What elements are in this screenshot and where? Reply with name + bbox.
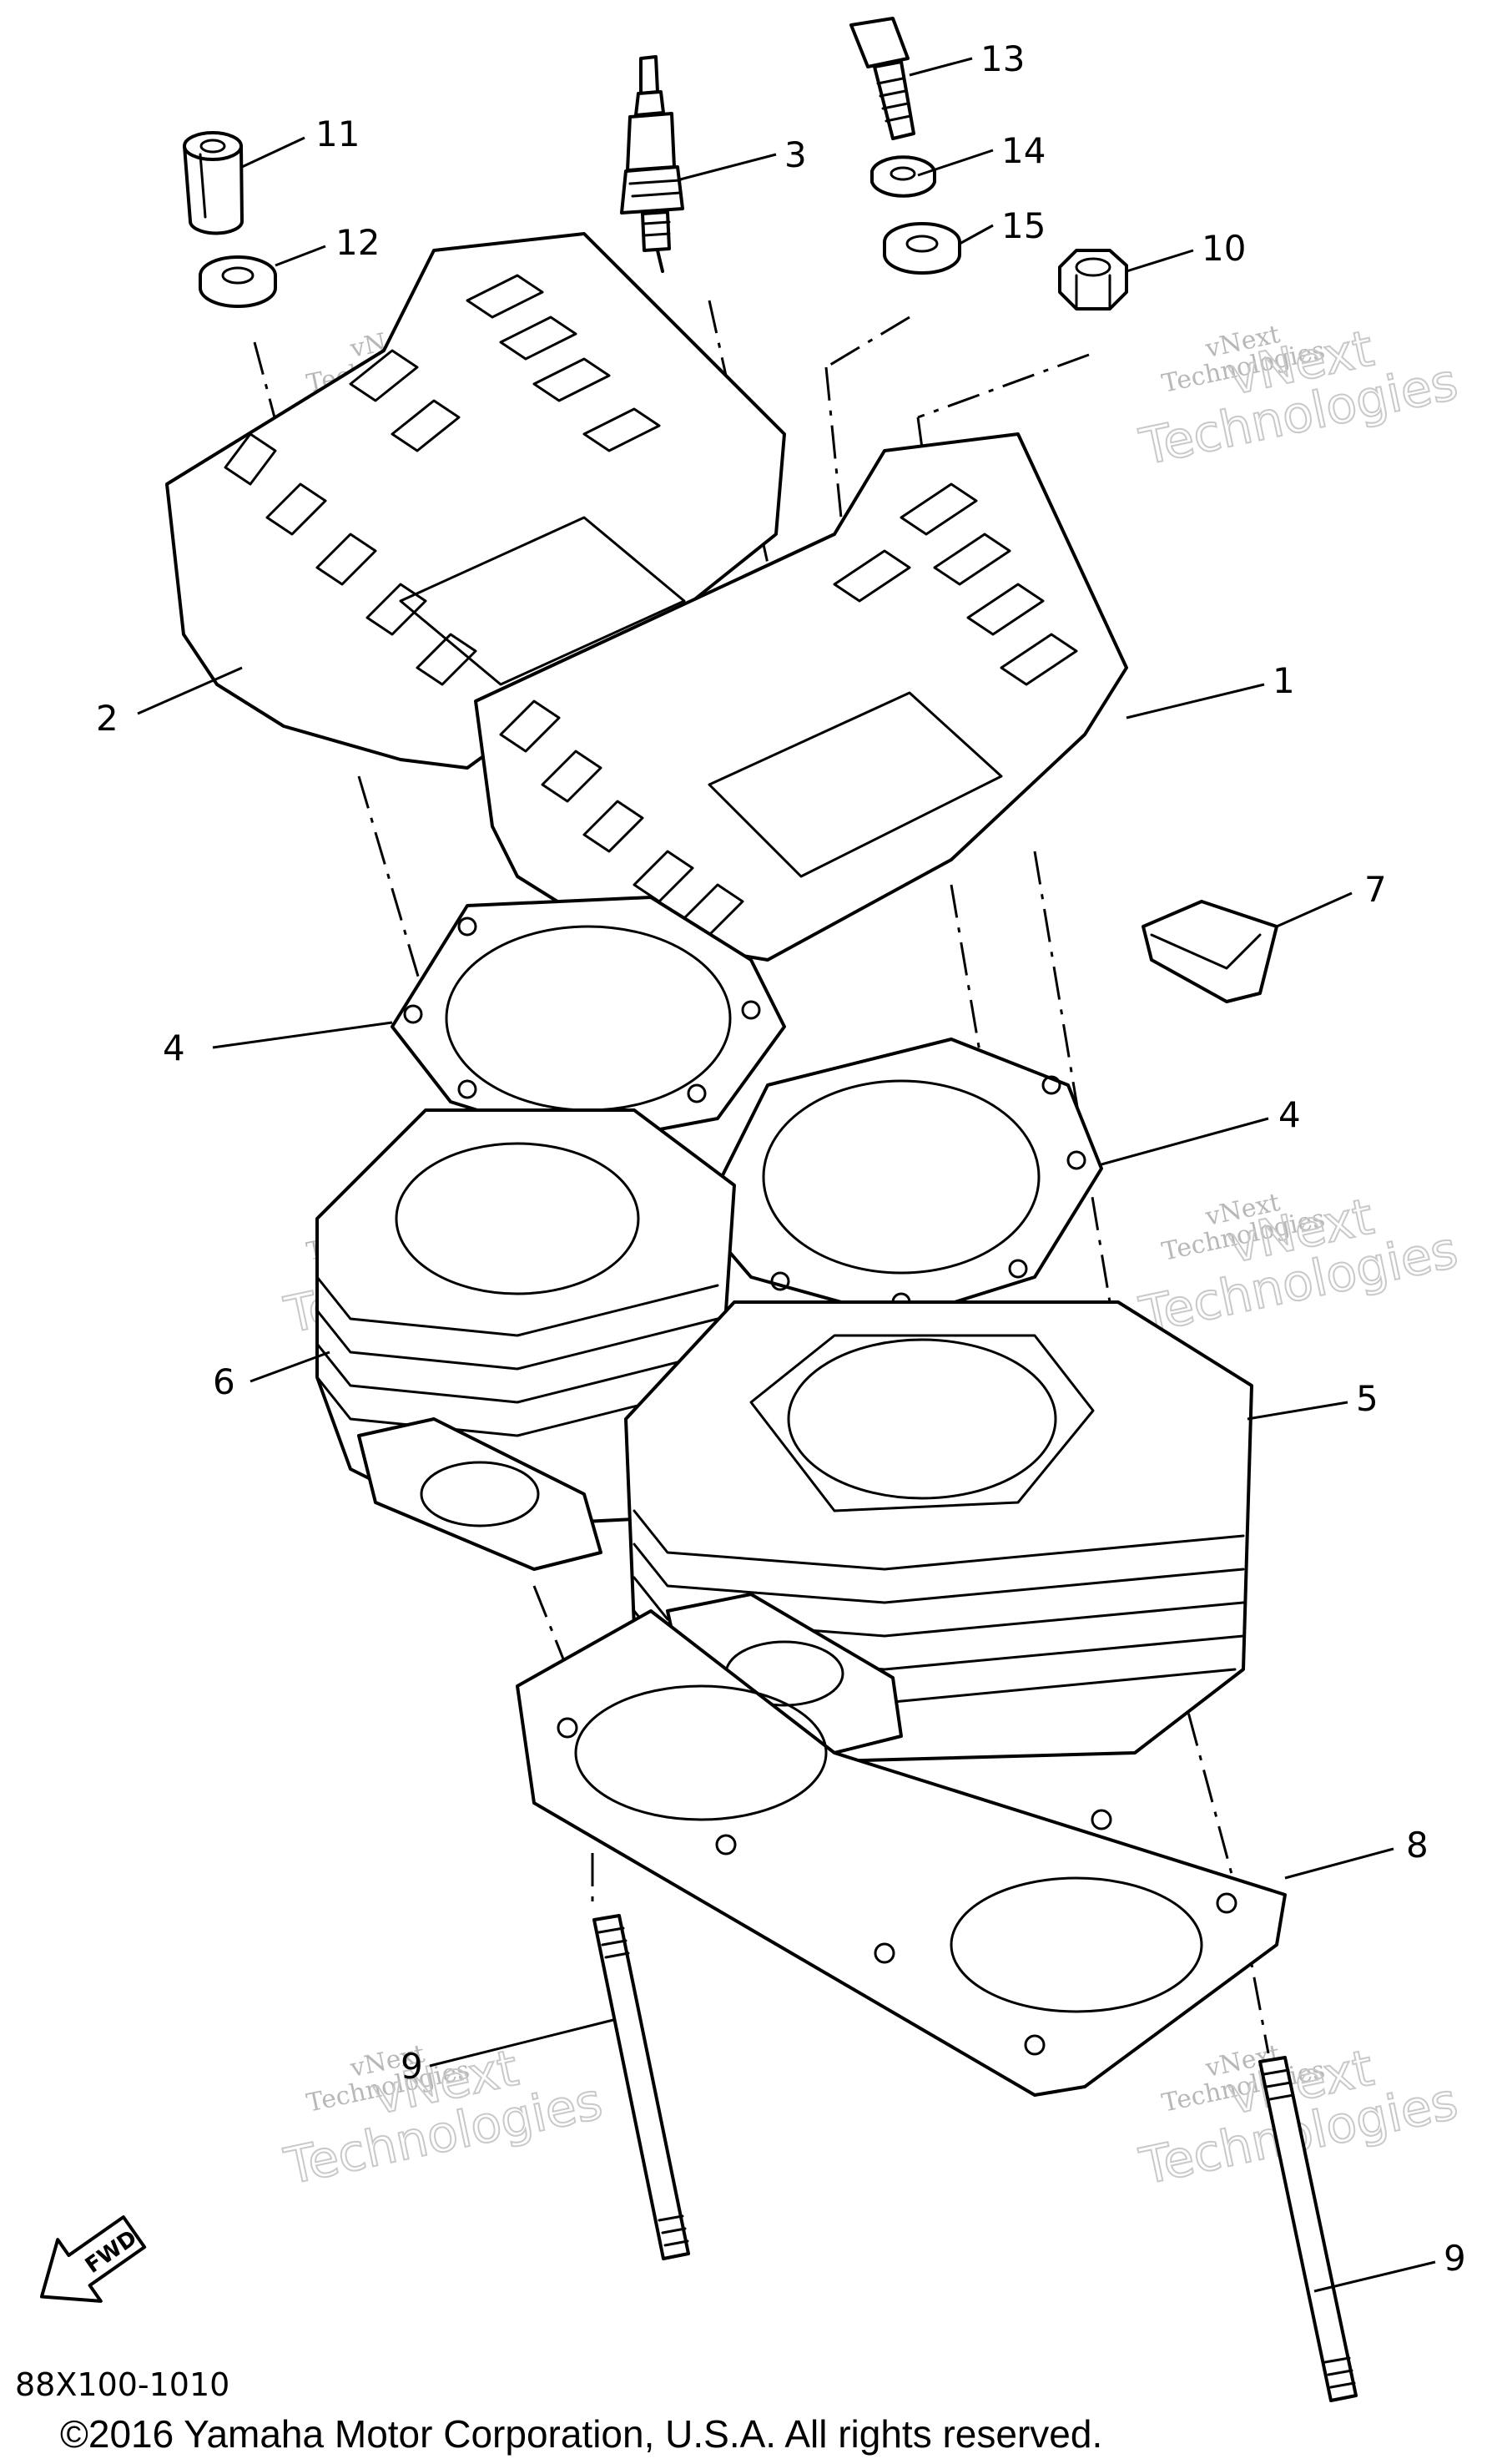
part-5-cylinder-front (624, 1300, 1253, 1763)
part-9-stud-left (592, 1914, 690, 2260)
callout-2: 2 (96, 698, 118, 739)
callout-15: 15 (1001, 205, 1046, 246)
callout-6: 6 (213, 1361, 235, 1402)
callout-4-lower: 4 (1278, 1094, 1301, 1135)
fwd-arrow-icon: FWD (39, 2215, 147, 2303)
part-15-washer (883, 222, 961, 275)
callout-10: 10 (1202, 228, 1246, 269)
callout-12: 12 (335, 222, 380, 263)
part-1-cylinder-head (474, 432, 1128, 962)
callout-13: 13 (980, 38, 1025, 79)
part-13-bolt (849, 17, 915, 140)
callout-4-upper: 4 (163, 1028, 185, 1068)
callout-1: 1 (1273, 660, 1295, 701)
part-4-head-gasket-front (699, 1038, 1103, 1320)
callout-14: 14 (1001, 130, 1046, 171)
part-3-spark-plug (620, 55, 684, 273)
callout-9-left: 9 (401, 2046, 423, 2087)
copyright-notice: ©2016 Yamaha Motor Corporation, U.S.A. A… (60, 2412, 1102, 2456)
callout-8: 8 (1406, 1825, 1429, 1866)
diagram-code: 88X100-1010 (15, 2366, 229, 2403)
part-8-base-gasket (516, 1609, 1287, 2097)
part-9-stud-right (1258, 2056, 1358, 2402)
part-7-damper (1142, 900, 1278, 1003)
callout-7: 7 (1364, 869, 1387, 910)
callout-5: 5 (1356, 1378, 1378, 1419)
part-14-lock-washer (870, 155, 936, 198)
watermark-top-right: Technologies vNext Technologies vNext (1134, 319, 1464, 478)
part-10-nut (1058, 249, 1128, 311)
callout-leaders (137, 57, 1436, 2293)
part-11-collar (183, 131, 244, 235)
callout-labels: 11 12 3 13 14 15 10 2 1 7 4 4 6 5 8 9 9 (96, 38, 1466, 2279)
callout-11: 11 (315, 114, 360, 154)
watermark-mid-right: Technologies vNext Technologies vNext (1134, 1187, 1464, 1346)
part-12-washer (199, 255, 277, 308)
callout-9-right: 9 (1444, 2238, 1466, 2279)
callout-3: 3 (784, 134, 807, 175)
